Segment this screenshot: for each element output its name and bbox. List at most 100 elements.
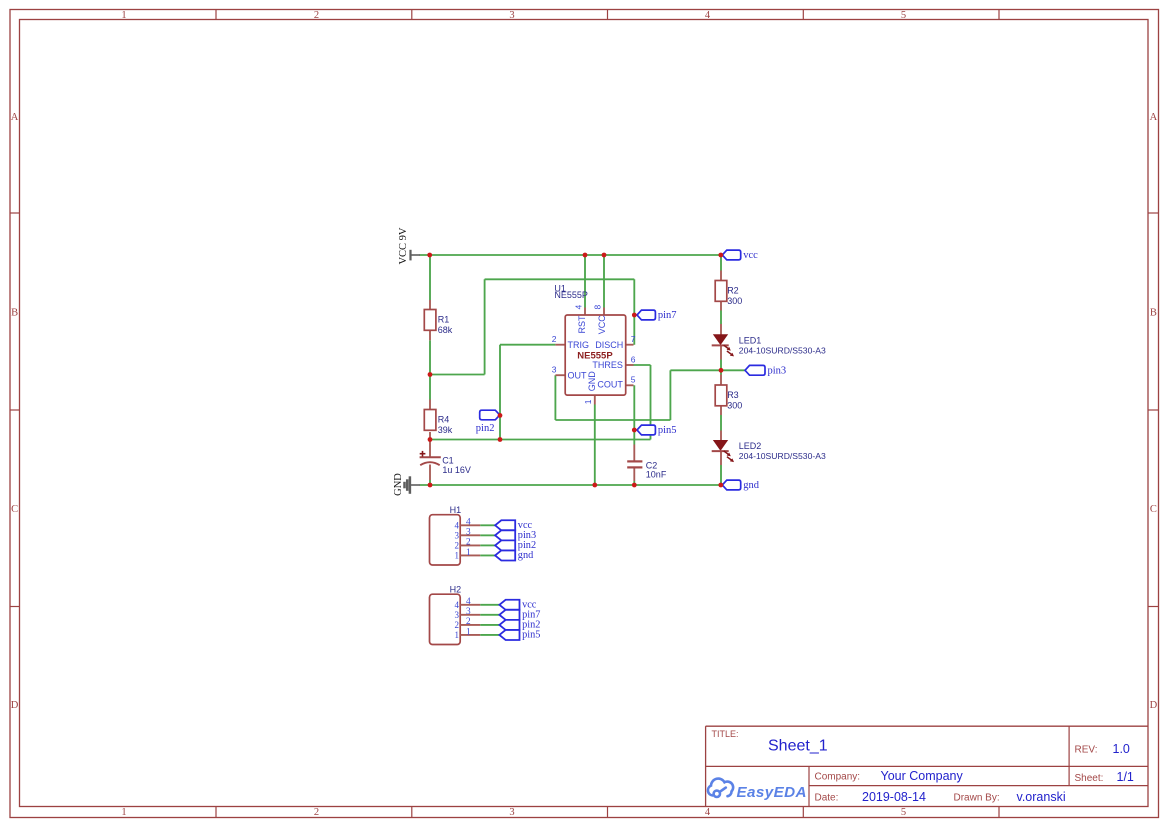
svg-text:68k: 68k [438,325,453,335]
svg-text:H1: H1 [450,505,462,515]
svg-text:U1: U1 [554,283,566,293]
svg-text:2: 2 [314,10,319,21]
svg-text:VCC 9V: VCC 9V [398,227,409,264]
svg-text:1u 16V: 1u 16V [442,465,471,475]
svg-text:vcc: vcc [743,250,758,261]
svg-text:GND: GND [393,473,404,496]
svg-text:C1: C1 [442,455,454,465]
svg-text:D: D [11,700,19,711]
svg-text:8: 8 [592,305,602,310]
svg-text:THRES: THRES [592,360,623,370]
svg-text:5: 5 [901,10,906,21]
svg-text:pin2: pin2 [518,540,536,551]
svg-text:2: 2 [466,538,471,548]
svg-text:R1: R1 [438,315,450,325]
svg-text:R4: R4 [438,415,450,425]
svg-text:A: A [11,112,19,123]
svg-text:3: 3 [466,528,471,538]
svg-text:pin5: pin5 [658,425,677,436]
svg-text:C: C [1150,504,1157,515]
svg-text:DISCH: DISCH [595,340,623,350]
svg-text:1: 1 [121,807,126,818]
svg-text:4: 4 [705,10,711,21]
svg-text:LED2: LED2 [739,441,762,451]
svg-text:2019-08-14: 2019-08-14 [862,790,926,804]
svg-text:pin2: pin2 [476,423,495,434]
svg-text:6: 6 [631,354,636,364]
svg-text:3: 3 [455,531,460,541]
svg-text:LED1: LED1 [739,335,762,345]
svg-text:7: 7 [631,334,636,344]
svg-text:3: 3 [509,807,514,818]
svg-text:pin3: pin3 [768,366,787,377]
svg-text:vcc: vcc [522,599,537,610]
svg-text:NE555P: NE555P [554,290,588,300]
svg-text:OUT: OUT [568,370,588,380]
svg-text:gnd: gnd [743,480,760,491]
svg-text:204-10SURD/S530-A3: 204-10SURD/S530-A3 [739,345,826,355]
svg-text:Sheet:: Sheet: [1075,773,1104,784]
svg-text:TITLE:: TITLE: [712,729,739,739]
svg-text:1: 1 [466,548,471,558]
svg-text:GND: GND [587,371,597,392]
svg-text:Your Company: Your Company [881,769,964,783]
svg-text:1: 1 [583,399,593,404]
svg-text:A: A [1150,112,1158,123]
svg-text:2: 2 [552,334,557,344]
svg-text:pin5: pin5 [522,630,540,641]
svg-text:300: 300 [727,296,742,306]
svg-text:204-10SURD/S530-A3: 204-10SURD/S530-A3 [739,451,826,461]
svg-text:2: 2 [466,617,471,627]
svg-text:3: 3 [455,610,460,620]
svg-text:4: 4 [466,597,471,607]
svg-text:EasyEDA: EasyEDA [737,784,807,801]
svg-text:1: 1 [121,10,126,21]
svg-text:3: 3 [552,365,557,375]
svg-text:COUT: COUT [597,379,623,389]
svg-text:2: 2 [455,541,460,551]
svg-text:5: 5 [901,807,906,818]
svg-text:2: 2 [314,807,319,818]
svg-text:1/1: 1/1 [1117,770,1134,784]
svg-text:300: 300 [727,400,742,410]
svg-text:TRIG: TRIG [568,340,590,350]
svg-text:2: 2 [455,620,460,630]
svg-text:4: 4 [466,518,471,528]
svg-text:C2: C2 [646,460,658,470]
svg-text:4: 4 [455,521,460,531]
svg-text:39k: 39k [438,425,453,435]
svg-text:B: B [1150,307,1157,318]
svg-text:D: D [1150,700,1158,711]
svg-text:v.oranski: v.oranski [1017,790,1066,804]
svg-text:RST: RST [577,315,587,334]
svg-text:R3: R3 [727,390,739,400]
svg-text:vcc: vcc [518,520,533,531]
svg-text:4: 4 [705,807,711,818]
svg-text:R2: R2 [727,286,739,296]
svg-text:VCC: VCC [597,315,607,335]
svg-text:Sheet_1: Sheet_1 [768,738,828,755]
svg-text:pin7: pin7 [658,310,677,321]
svg-text:pin3: pin3 [518,530,536,541]
svg-text:gnd: gnd [518,550,534,561]
svg-text:Company:: Company: [815,771,861,782]
svg-text:1.0: 1.0 [1113,742,1130,756]
svg-text:1: 1 [455,630,460,640]
svg-text:3: 3 [509,10,514,21]
svg-text:Drawn By:: Drawn By: [954,793,1000,804]
svg-text:H2: H2 [450,584,462,594]
svg-text:3: 3 [466,607,471,617]
svg-text:4: 4 [455,600,460,610]
svg-text:C: C [11,504,18,515]
svg-text:NE555P: NE555P [577,350,613,361]
svg-text:1: 1 [466,627,471,637]
svg-text:Date:: Date: [815,792,839,803]
svg-text:10nF: 10nF [646,470,667,480]
svg-text:5: 5 [631,375,636,385]
svg-text:B: B [11,307,18,318]
svg-text:pin2: pin2 [522,620,540,631]
svg-text:1: 1 [455,551,460,561]
svg-text:4: 4 [573,305,583,310]
svg-text:pin7: pin7 [522,609,540,620]
svg-text:REV:: REV: [1075,745,1098,756]
